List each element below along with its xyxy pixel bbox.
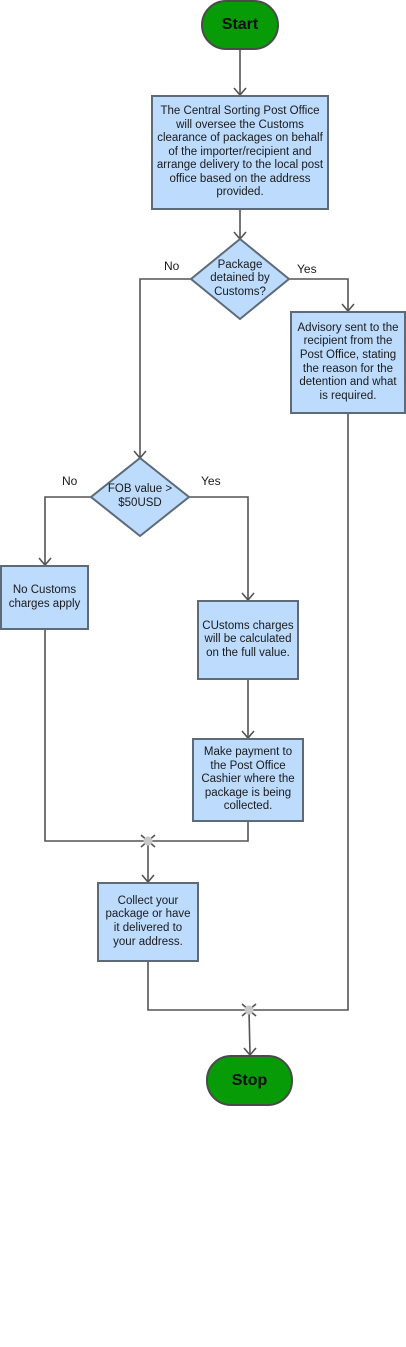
decision-fob-text: FOB value > $50USD bbox=[107, 483, 173, 509]
decision-detained-shape bbox=[189, 237, 291, 321]
decision-detained-text: Package detained by Customs? bbox=[210, 258, 270, 298]
advisory-box: Advisory sent to the recipient from the … bbox=[290, 311, 406, 414]
start-terminal: Start bbox=[201, 0, 279, 50]
make-payment-text: Make payment to the Post Office Cashier … bbox=[201, 746, 295, 813]
detained-no-label: No bbox=[164, 259, 180, 273]
connector-payment-to-merge bbox=[148, 822, 249, 842]
fob-yes-label: Yes bbox=[201, 474, 221, 488]
connector-detained-yes bbox=[289, 278, 349, 311]
charges-calculated-text: CUstoms charges will be calculated on th… bbox=[202, 619, 294, 659]
junction-merge-1 bbox=[143, 836, 153, 846]
connector-collect-to-merge bbox=[147, 962, 249, 1011]
stop-terminal: Stop bbox=[206, 1055, 293, 1106]
central-sorting-text: The Central Sorting Post Office will ove… bbox=[156, 104, 324, 199]
charges-calculated-box: CUstoms charges will be calculated on th… bbox=[197, 600, 299, 680]
collect-text: Collect your package or have it delivere… bbox=[105, 894, 191, 948]
no-charges-text: No Customs charges apply bbox=[8, 583, 81, 610]
fob-no-label: No bbox=[62, 474, 78, 488]
connector-fob-yes bbox=[189, 496, 249, 600]
junction-merge-2 bbox=[244, 1005, 254, 1015]
detained-yes-label: Yes bbox=[297, 262, 317, 276]
start-label: Start bbox=[221, 16, 259, 33]
central-sorting-box: The Central Sorting Post Office will ove… bbox=[151, 95, 329, 210]
connector-advisory-to-merge bbox=[249, 413, 349, 1011]
collect-box: Collect your package or have it delivere… bbox=[97, 882, 199, 962]
connector-fob-no bbox=[44, 496, 91, 565]
make-payment-box: Make payment to the Post Office Cashier … bbox=[192, 738, 304, 822]
advisory-text: Advisory sent to the recipient from the … bbox=[297, 321, 399, 402]
decision-fob-shape bbox=[89, 456, 191, 538]
connector-detained-no bbox=[139, 278, 191, 458]
connector-merge-to-stop bbox=[248, 1009, 251, 1056]
connector-no-charges-to-merge bbox=[44, 630, 148, 842]
stop-label: Stop bbox=[231, 1071, 268, 1089]
no-charges-box: No Customs charges apply bbox=[0, 565, 89, 630]
